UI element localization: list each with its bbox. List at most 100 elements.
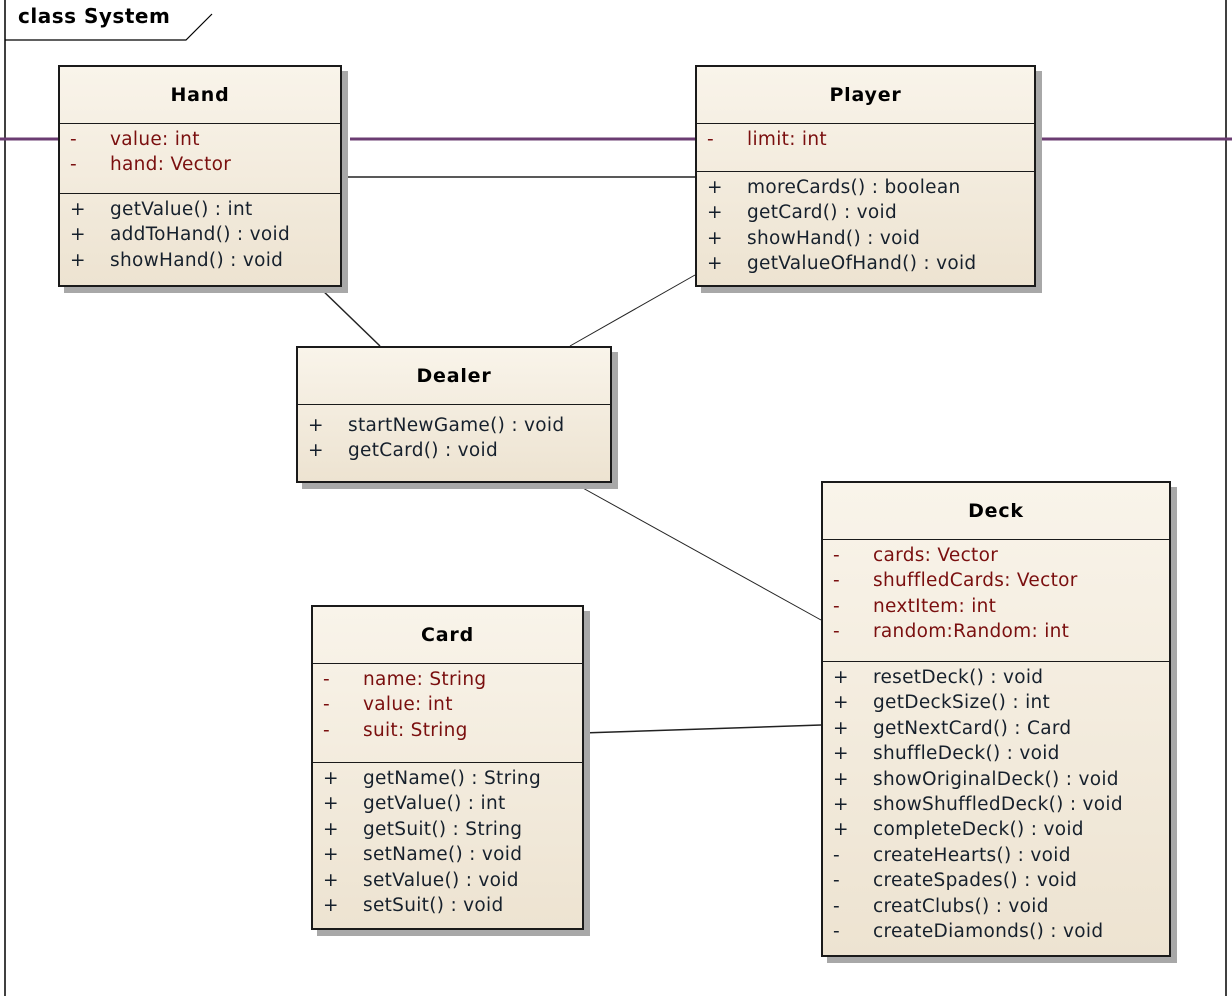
visibility-marker: - [833, 545, 840, 566]
attribute-row[interactable]: -value: int [323, 692, 582, 717]
operation-row[interactable]: + setSuit() : void [323, 893, 582, 918]
operation-row[interactable]: +showShuffledDeck() : void [833, 792, 1169, 817]
operation-row[interactable]: +moreCards() : boolean [707, 175, 1034, 200]
operations-compartment: + getValue() : int + addToHand() : void+sho… [60, 194, 340, 273]
attribute-row[interactable]: - hand: Vector [70, 152, 340, 177]
attribute-text: limit: int [747, 129, 827, 150]
assoc-player-dealer[interactable] [569, 274, 696, 347]
operation-row[interactable]: + getValue() : int [70, 197, 340, 222]
visibility-marker: - [70, 129, 77, 150]
class-name: Player [829, 84, 902, 106]
visibility-marker: + [707, 202, 723, 224]
operation-row[interactable]: + resetDeck() : void [833, 665, 1169, 690]
attribute-text: nextItem: int [873, 595, 997, 617]
operation-row[interactable]: +showHand() : void [70, 248, 340, 273]
visibility-marker: - [70, 154, 77, 176]
operation-text: resetDeck() : void [873, 667, 1044, 688]
visibility-marker: + [308, 415, 324, 436]
attribute-row[interactable]: -cards: Vector [833, 543, 1169, 568]
operation-text: addToHand() : void [110, 224, 290, 246]
operation-text: getDeckSize() : int [873, 692, 1051, 714]
attribute-row[interactable]: - value: int [70, 127, 340, 152]
operation-text: getValueOfHand() : void [747, 253, 977, 275]
operation-row[interactable]: + getCard() : void [707, 200, 1034, 225]
visibility-marker: + [833, 743, 849, 765]
operation-text: showShuffledDeck() : void [873, 793, 1123, 815]
attribute-text: hand: Vector [110, 154, 232, 176]
operations-compartment: +startNewGame() : void+getCard() : void [298, 405, 610, 464]
visibility-marker: + [707, 253, 723, 275]
assoc-card-deck[interactable] [581, 724, 822, 734]
operation-row[interactable]: + addToHand() : void [70, 222, 340, 247]
operation-text: createHearts() : void [873, 844, 1071, 866]
visibility-marker: + [70, 199, 86, 220]
operation-row[interactable]: +getValue() : int [323, 791, 582, 816]
operation-row[interactable]: + shuffleDeck() : void [833, 741, 1169, 766]
visibility-marker: + [833, 819, 849, 841]
class-deck[interactable]: Deck -cards: Vector-shuffledCards: Vecto… [821, 481, 1171, 957]
attribute-row[interactable]: - random:Random: int [833, 619, 1169, 644]
attribute-row[interactable]: -shuffledCards: Vector [833, 568, 1169, 593]
attribute-text: random:Random: int [873, 621, 1070, 643]
assoc-dealer-deck[interactable] [571, 481, 822, 621]
operation-row[interactable]: -createSpades() : void [833, 868, 1169, 893]
operation-row[interactable]: -createDiamonds() : void [833, 919, 1169, 944]
operations-compartment: +getName() : String+getValue() : int+get… [313, 763, 582, 918]
class-name: Hand [170, 84, 230, 106]
operation-text: showOriginalDeck() : void [873, 768, 1119, 790]
operation-text: getValue() : int [363, 793, 506, 815]
operation-row[interactable]: +startNewGame() : void [308, 413, 610, 438]
class-hand[interactable]: Hand - value: int - hand: Vector + getValue(… [58, 65, 342, 287]
visibility-marker: - [323, 669, 330, 690]
class-dealer[interactable]: Dealer +startNewGame() : void+getCard() … [296, 346, 612, 483]
operation-text: getValue() : int [110, 199, 253, 220]
visibility-marker: + [323, 768, 339, 789]
visibility-marker: - [833, 844, 840, 866]
operation-text: shuffleDeck() : void [873, 743, 1060, 765]
class-player[interactable]: Player - limit: int +moreCards() : boolea… [695, 65, 1036, 287]
operation-row[interactable]: - createHearts() : void [833, 843, 1169, 868]
visibility-marker: - [833, 870, 840, 892]
operation-row[interactable]: +setName() : void [323, 842, 582, 867]
operation-text: setSuit() : void [363, 894, 504, 916]
visibility-marker: + [323, 844, 339, 866]
visibility-marker: - [833, 621, 840, 643]
operation-row[interactable]: + showHand() : void [707, 226, 1034, 251]
operation-row[interactable]: + getNextCard() : Card [833, 716, 1169, 741]
visibility-marker: + [707, 227, 723, 249]
operation-text: getCard() : void [747, 202, 898, 224]
operation-text: showHand() : void [747, 227, 921, 249]
operation-text: setValue() : void [363, 869, 519, 891]
operation-row[interactable]: + getValueOfHand() : void [707, 251, 1034, 276]
operation-row[interactable]: +completeDeck() : void [833, 817, 1169, 842]
attribute-row[interactable]: - limit: int [707, 127, 1034, 152]
attribute-text: name: String [363, 669, 487, 690]
attribute-row[interactable]: -nextItem: int [833, 594, 1169, 619]
visibility-marker: + [833, 717, 849, 739]
attribute-row[interactable]: -suit: String [323, 718, 582, 743]
visibility-marker: - [833, 570, 840, 592]
operation-row[interactable]: +setValue() : void [323, 868, 582, 893]
attribute-text: value: int [363, 694, 453, 716]
visibility-marker: + [308, 440, 324, 462]
attribute-text: value: int [110, 129, 200, 150]
operation-row[interactable]: +getCard() : void [308, 438, 610, 463]
operation-row[interactable]: -creatClubs() : void [833, 894, 1169, 919]
operation-text: getNextCard() : Card [873, 717, 1072, 739]
class-name: Card [421, 624, 474, 646]
visibility-marker: + [70, 249, 86, 271]
visibility-marker: + [833, 667, 849, 688]
visibility-marker: - [833, 920, 840, 942]
operation-row[interactable]: +getSuit() : String [323, 817, 582, 842]
operation-row[interactable]: +getDeckSize() : int [833, 690, 1169, 715]
visibility-marker: - [707, 129, 714, 150]
class-card[interactable]: Card - name: String-value: int-suit: Stri… [311, 605, 584, 930]
attribute-row[interactable]: - name: String [323, 667, 582, 692]
assoc-hand-dealer[interactable] [317, 285, 381, 347]
operation-row[interactable]: +showOriginalDeck() : void [833, 767, 1169, 792]
visibility-marker: + [707, 177, 723, 198]
attributes-compartment: - name: String-value: int-suit: String [313, 664, 582, 762]
visibility-marker: + [70, 224, 86, 246]
visibility-marker: + [323, 894, 339, 916]
operation-row[interactable]: +getName() : String [323, 766, 582, 791]
